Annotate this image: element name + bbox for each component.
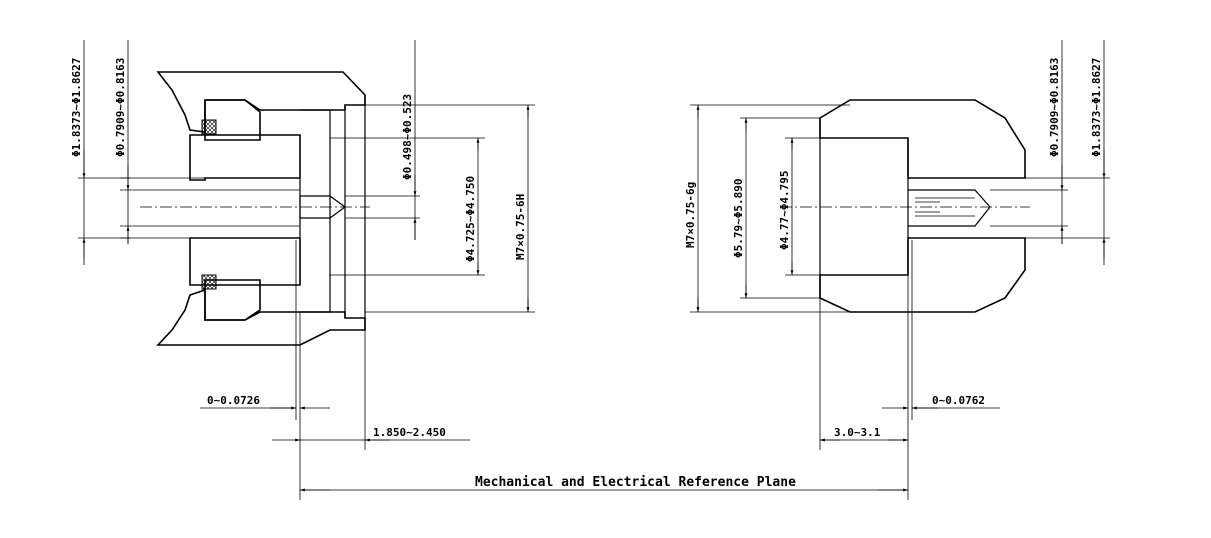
male-connector-section [780, 99, 1110, 313]
male-recess-label: 0~0.0762 [932, 394, 985, 407]
female-dimensions: Φ1.8373~Φ1.8627 Φ0.7909~Φ0.8163 Φ0.498~Φ… [70, 40, 535, 500]
male-length-label: 3.0~3.1 [834, 426, 881, 439]
reference-plane-dimension: Mechanical and Electrical Reference Plan… [300, 475, 908, 492]
female-inner-diameter-label: Φ0.7909~Φ0.8163 [114, 58, 127, 157]
female-pin-diameter-label: Φ0.498~Φ0.523 [401, 94, 414, 180]
male-inner-diameter-label: Φ0.7909~Φ0.8163 [1048, 58, 1061, 157]
reference-plane-label: Mechanical and Electrical Reference Plan… [475, 475, 796, 490]
female-depth-label: 1.850~2.450 [373, 426, 446, 439]
male-dimensions: M7×0.75-6g Φ5.79~Φ5.890 Φ4.77~Φ4.795 Φ0.… [684, 40, 1106, 500]
female-thread-label: M7×0.75-6H [514, 194, 527, 260]
male-minor-diameter-label: Φ4.77~Φ4.795 [778, 171, 791, 250]
female-connector-section [120, 71, 370, 346]
female-outer-diameter-label: Φ1.8373~Φ1.8627 [70, 58, 83, 157]
male-outer-diameter-label: Φ1.8373~Φ1.8627 [1090, 58, 1103, 157]
female-recess-label: 0~0.0726 [207, 394, 260, 407]
male-thread-label: M7×0.75-6g [684, 182, 697, 248]
male-major-diameter-label: Φ5.79~Φ5.890 [732, 179, 745, 258]
female-bore-diameter-label: Φ4.725~Φ4.750 [464, 176, 477, 262]
